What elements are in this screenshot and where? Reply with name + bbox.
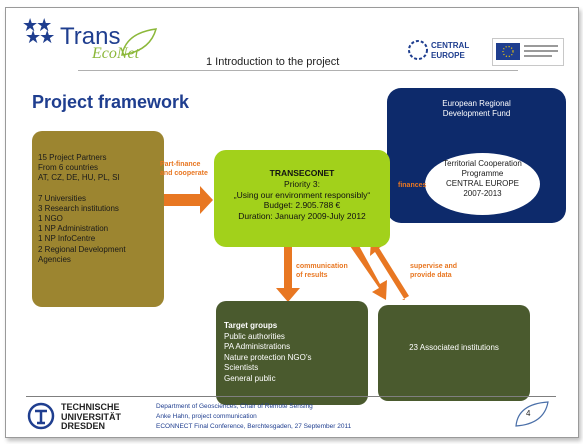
tud-wordmark: TECHNISCHE UNIVERSITÄT DRESDEN xyxy=(61,402,122,432)
associated-label: 23 Associated institutions xyxy=(409,343,499,352)
arrow-communication xyxy=(276,246,300,302)
transeconet-box: TRANSECONET Priority 3: „Using our envir… xyxy=(214,150,390,247)
svg-text:EUROPE: EUROPE xyxy=(431,51,465,60)
footer-info-line: ECONNECT Final Conference, Berchtesgaden… xyxy=(156,423,352,430)
programme-oval: Territorial Cooperation Programme CENTRA… xyxy=(425,153,540,215)
partners-line: 1 NP Administration xyxy=(38,224,109,234)
tud-line: UNIVERSITÄT xyxy=(61,411,122,422)
target-group-item: General public xyxy=(224,373,276,383)
arrow-supervise-down xyxy=(350,242,387,300)
tud-line: TECHNISCHE xyxy=(61,402,120,412)
partners-line: 15 Project Partners xyxy=(38,153,107,162)
label-part-finance: Part-finance and cooperate xyxy=(160,160,208,178)
eu-flag-logo xyxy=(492,38,564,66)
footer-divider xyxy=(26,396,556,397)
programme-line: CENTRAL EUROPE xyxy=(445,179,520,188)
label-line: supervise and xyxy=(410,263,458,270)
label-finances: finances xyxy=(398,182,427,189)
label-supervise: supervise and provide data xyxy=(410,262,457,280)
programme-line: Programme xyxy=(461,169,504,178)
partners-text: 15 Project Partners From 6 countries AT,… xyxy=(38,153,126,265)
label-communication: communication of results xyxy=(296,262,348,280)
eu-flag-icon xyxy=(496,43,558,60)
partners-line: From 6 countries xyxy=(38,163,99,173)
page-number-badge-icon xyxy=(515,401,549,427)
arrow-part-finance xyxy=(164,186,213,214)
center-line: „Using our environment responsibly“ xyxy=(233,189,371,200)
partners-line: 1 NP InfoCentre xyxy=(38,234,96,244)
partners-line: Agencies xyxy=(38,254,71,264)
programme-line: 2007-2013 xyxy=(463,189,502,198)
erdf-title-line: European Regional xyxy=(442,99,511,108)
partners-line: 1 NGO xyxy=(38,214,63,224)
target-groups-text: Target groups Public authorities PA Admi… xyxy=(224,321,311,384)
central-europe-icon: CENTRAL EUROPE xyxy=(408,40,469,60)
header-divider xyxy=(78,70,518,71)
slide: ★★ ★★ Trans EcoNet 1 Introduction to the… xyxy=(5,7,579,438)
partners-line: 3 Research institutions xyxy=(38,203,119,213)
spacer xyxy=(38,184,126,194)
logo-econet-text: EcoNet xyxy=(92,45,140,62)
center-line: Duration: January 2009-July 2012 xyxy=(238,211,366,222)
transeconet-logo: ★★ ★★ Trans EcoNet xyxy=(20,13,160,63)
target-group-item: Scientists xyxy=(224,363,259,372)
center-line: Priority 3: xyxy=(284,178,320,189)
logo-trans-text: Trans xyxy=(60,23,121,50)
page-number: 4 xyxy=(526,409,531,418)
erdf-box: European Regional Development Fund Terri… xyxy=(387,88,566,223)
target-group-item: Nature protection NGO’s xyxy=(224,352,312,362)
tud-logo-icon xyxy=(27,402,55,430)
label-line: Part-finance xyxy=(160,161,201,168)
target-group-item: Public authorities xyxy=(224,331,285,341)
stars-icon: ★★ ★★ xyxy=(22,15,55,47)
arrow-supervise-up xyxy=(370,240,409,300)
erdf-title: European Regional Development Fund xyxy=(387,99,566,119)
target-groups-box: Target groups Public authorities PA Admi… xyxy=(216,301,368,405)
center-line: Budget: 2.905.788 € xyxy=(263,200,341,211)
label-line: of results xyxy=(296,272,328,279)
target-groups-title: Target groups xyxy=(224,321,278,330)
footer-info: Department of Geosciences, Chair of Remo… xyxy=(156,402,351,432)
leaf-icon xyxy=(121,28,158,56)
page-title: Project framework xyxy=(32,92,190,112)
tud-line: DRESDEN xyxy=(61,421,106,431)
erdf-title-line: Development Fund xyxy=(442,109,511,118)
footer-info-line: Anke Hahn, project communication xyxy=(156,413,257,420)
programme-line: Territorial Cooperation xyxy=(443,159,522,168)
associated-box: 23 Associated institutions xyxy=(378,305,530,401)
footer-info-line: Department of Geosciences, Chair of Remo… xyxy=(156,403,313,410)
transeconet-title: TRANSECONET xyxy=(269,168,335,178)
partners-line: 7 Universities xyxy=(38,193,87,203)
label-line: and cooperate xyxy=(160,170,208,177)
transeconet-text: TRANSECONET Priority 3: „Using our envir… xyxy=(214,168,390,222)
partners-line: 2 Regional Development xyxy=(38,244,126,254)
label-line: communication xyxy=(296,263,348,270)
partners-line: AT, CZ, DE, HU, PL, SI xyxy=(38,173,120,183)
central-europe-logo: CENTRAL EUROPE xyxy=(406,37,486,63)
target-group-item: PA Administrations xyxy=(224,342,291,351)
partners-box: 15 Project Partners From 6 countries AT,… xyxy=(32,131,164,307)
section-title: 1 Introduction to the project xyxy=(206,56,340,68)
svg-text:CENTRAL: CENTRAL xyxy=(431,41,469,50)
programme-text: Territorial Cooperation Programme CENTRA… xyxy=(425,159,540,199)
label-line: provide data xyxy=(410,272,452,279)
